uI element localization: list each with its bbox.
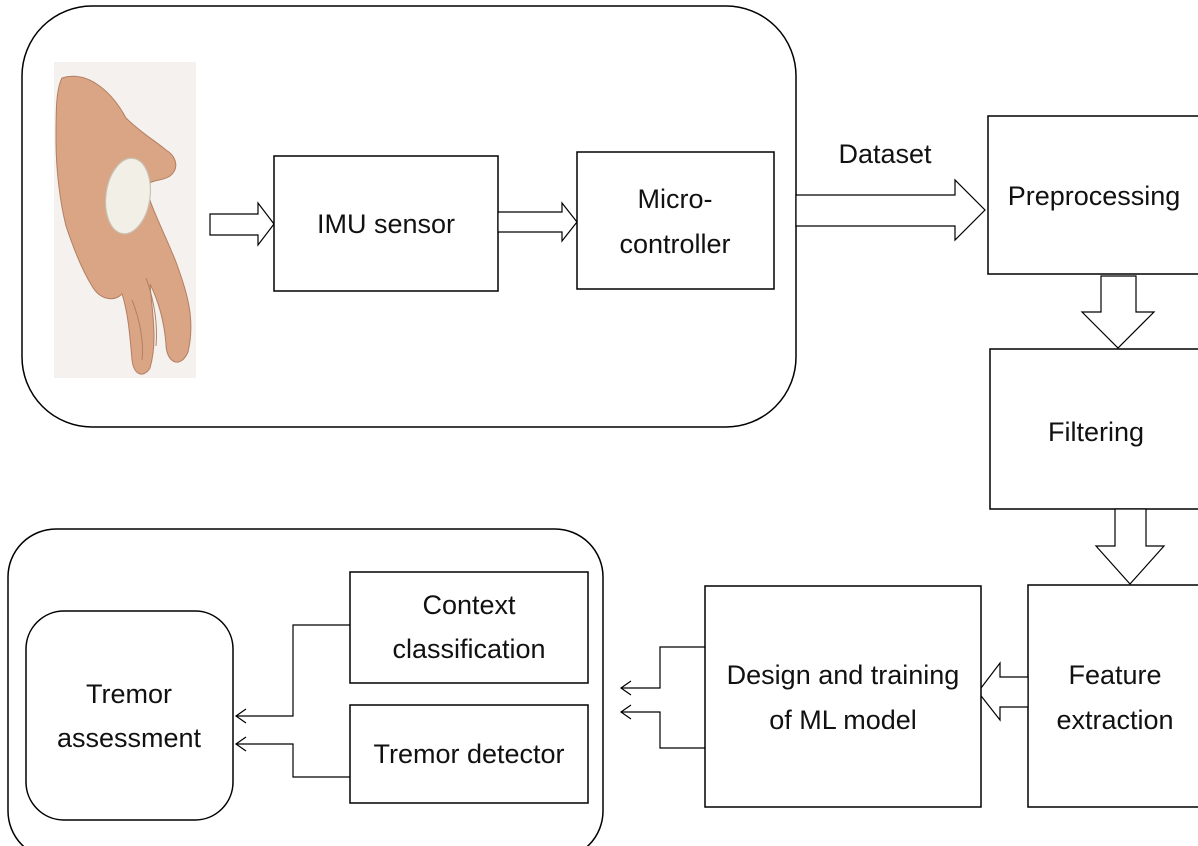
arrow-filtering-to-feature-extraction — [1094, 508, 1166, 585]
tremor-assessment-box — [25, 610, 234, 821]
imu-sensor-box — [273, 155, 499, 292]
arrow-hand-to-imu — [209, 201, 275, 247]
dataset-label: Dataset — [838, 139, 932, 169]
feature-extraction-label-line2: extraction — [1056, 705, 1173, 735]
tremor-assessment-label-line1: Tremor — [86, 679, 172, 709]
preprocessing-label: Preprocessing — [1008, 181, 1181, 211]
ml-model-label-line1: Design and training — [727, 660, 960, 690]
arrow-imu-to-microcontroller — [497, 201, 578, 243]
context-classification-box — [349, 571, 589, 684]
feature-extraction-box — [1027, 584, 1198, 808]
filtering-box — [989, 348, 1198, 510]
ml-model-label-line2: of ML model — [769, 705, 917, 735]
microcontroller-label-line2: controller — [619, 229, 730, 259]
ml-model-box — [704, 585, 982, 808]
connector-context-to-assessment — [234, 624, 350, 724]
tremor-detector-label: Tremor detector — [373, 739, 564, 769]
tremor-detector-box — [349, 704, 589, 804]
filtering-label: Filtering — [1048, 417, 1144, 447]
connector-ml-to-outputs — [619, 646, 705, 749]
connector-detector-to-assessment — [234, 736, 350, 778]
wearable-sensor-icon — [104, 157, 152, 235]
arrow-preprocessing-to-filtering — [1080, 275, 1156, 349]
preprocessing-box — [987, 115, 1198, 275]
tremor-assessment-label-line2: assessment — [57, 723, 202, 753]
microcontroller-label-line1: Micro- — [638, 184, 713, 214]
microcontroller-box — [576, 151, 775, 290]
context-classification-label-line1: Context — [422, 590, 516, 620]
feature-extraction-label-line1: Feature — [1068, 660, 1161, 690]
hand-sensor-image — [54, 62, 196, 378]
arrow-feature-to-ml-model — [977, 661, 1029, 722]
arrow-dataset — [795, 178, 986, 242]
imu-sensor-label: IMU sensor — [317, 209, 455, 239]
context-classification-label-line2: classification — [392, 634, 545, 664]
